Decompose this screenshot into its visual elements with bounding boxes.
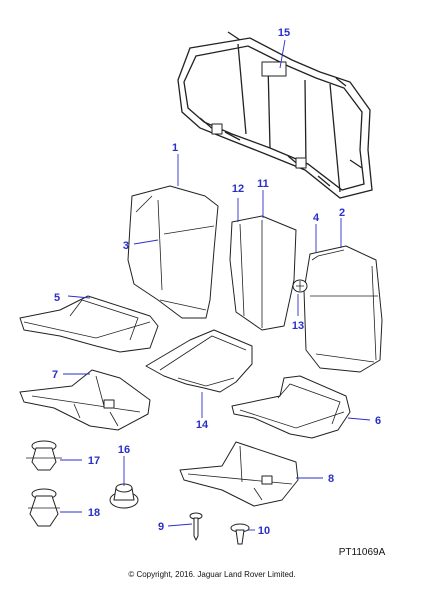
part-14-cushion-centre	[145, 329, 253, 393]
part-9-bolt	[189, 512, 203, 541]
part-11-12-centre-panel	[229, 215, 297, 331]
callout-18: 18	[88, 507, 100, 519]
callout-5: 5	[54, 292, 60, 304]
callout-13: 13	[292, 320, 304, 332]
callout-14: 14	[196, 419, 209, 431]
callout-16: 16	[118, 444, 130, 456]
part-3-backrest-cover-left	[127, 185, 219, 319]
callout-8: 8	[328, 473, 334, 485]
callout-6: 6	[375, 415, 381, 427]
part-10-push-pin	[230, 523, 250, 545]
part-2-4-backrest-cover-right	[303, 245, 383, 373]
part-13-clip	[292, 279, 308, 293]
leader-lines	[60, 39, 371, 531]
diagram-reference-code: PT11069A	[339, 547, 386, 558]
callout-9: 9	[158, 521, 164, 533]
part-16-grommet	[109, 483, 139, 509]
callout-7: 7	[52, 369, 58, 381]
part-18-push-clip	[28, 488, 60, 527]
part-8-support-pan-right	[179, 441, 299, 507]
part-15-seat-frame	[177, 31, 373, 199]
callout-2: 2	[339, 207, 345, 219]
callout-3: 3	[123, 240, 129, 252]
callout-17: 17	[88, 455, 100, 467]
callout-15: 15	[278, 27, 290, 39]
copyright-notice: © Copyright, 2016. Jaguar Land Rover Lim…	[128, 570, 295, 579]
callout-10: 10	[258, 525, 270, 537]
part-6-cushion-cover-right	[231, 375, 351, 439]
part-7-support-pan-left	[19, 369, 151, 431]
part-17-push-clip	[26, 440, 62, 471]
part-5-cushion-cover-left	[19, 295, 159, 353]
callout-12: 12	[232, 183, 244, 195]
callout-4: 4	[313, 212, 320, 224]
callout-11: 11	[257, 178, 269, 190]
callout-1: 1	[172, 142, 178, 154]
